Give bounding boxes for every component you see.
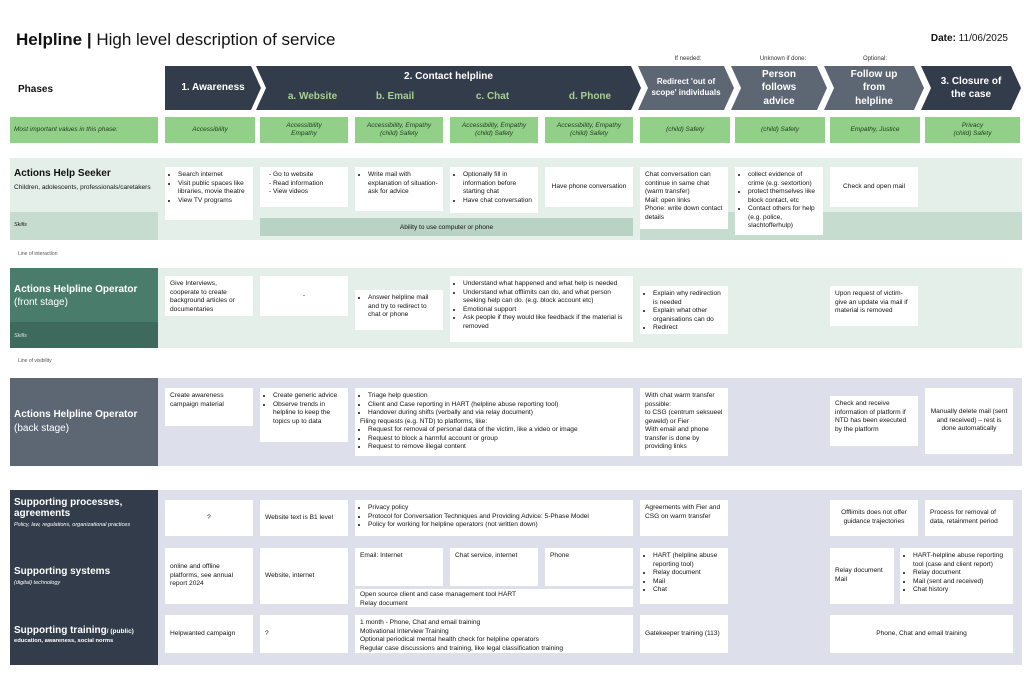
proc-website-card: Website text is B1 level bbox=[260, 500, 348, 536]
sys-phone-card: Phone bbox=[545, 548, 633, 586]
sys-followup-card: Relay document Mail bbox=[830, 548, 894, 604]
sys-closure-card: HART-helpline abuse reporting tool (case… bbox=[900, 548, 1013, 604]
line-of-interaction: Line of interaction bbox=[18, 251, 58, 257]
seeker-email-card: Write mail with explanation of situation… bbox=[355, 167, 443, 211]
proc-redirect-card: Agreements with Fier and CSG on warm tra… bbox=[640, 500, 728, 536]
subphase-chat: c. Chat bbox=[475, 91, 510, 102]
back-title: Actions Helpline Operator bbox=[14, 409, 138, 420]
value-cell: Empathy, Justice bbox=[830, 117, 920, 143]
back-redirect-card: With chat warm transfer possible: to CSG… bbox=[640, 388, 728, 456]
sys-email-card: Email: Internet bbox=[355, 548, 443, 586]
phase-follows: Person follows advice bbox=[731, 66, 827, 110]
seeker-skills-band bbox=[10, 212, 158, 240]
skills-bar: Ability to use computer or phone bbox=[260, 218, 633, 236]
train-followup-card: Phone, Chat and email training bbox=[830, 615, 1013, 653]
train-awareness-card: Helpwanted campaign bbox=[165, 615, 253, 653]
front-followup-card: Upon request of victim- give an update v… bbox=[830, 286, 918, 326]
sys-redirect-card: HART (helpline abuse reporting tool)Rela… bbox=[640, 548, 728, 604]
seeker-title: Actions Help Seeker bbox=[14, 168, 111, 179]
systems-title: Supporting systems bbox=[14, 566, 111, 577]
back-followup-card: Check and receive information of platfor… bbox=[830, 396, 918, 446]
back-closure-card: Manually delete mail (sent and received)… bbox=[925, 388, 1013, 454]
phase-closure: 3. Closure of the case bbox=[921, 66, 1021, 110]
title-brand: Helpline bbox=[16, 30, 83, 49]
phase-followup: Follow up from helpline bbox=[824, 66, 924, 110]
subphase-phone: d. Phone bbox=[568, 91, 612, 102]
value-cell: Accessibility, Empathy (child) Safety bbox=[545, 117, 633, 143]
phase-awareness: 1. Awareness bbox=[165, 66, 261, 110]
sys-shared-card: Open source client and case management t… bbox=[355, 589, 633, 607]
front-sub: (front stage) bbox=[14, 297, 68, 308]
back-awareness-card: Create awareness campaign material bbox=[165, 388, 253, 426]
title-text: High level description of service bbox=[96, 30, 336, 49]
page-title: Helpline | High level description of ser… bbox=[16, 30, 336, 49]
train-contact-card: 1 month - Phone, Chat and email training… bbox=[355, 615, 633, 653]
subphase-email: b. Email bbox=[375, 91, 415, 102]
phases-label: Phases bbox=[18, 84, 54, 95]
value-cell: Accessibility Empathy bbox=[260, 117, 348, 143]
back-label-bg bbox=[10, 378, 158, 466]
processes-sub: Policy, law, regulations, organizational… bbox=[14, 522, 131, 528]
note-follows: Unknown if done: bbox=[759, 56, 807, 62]
seeker-followup-card: Check and open mail bbox=[830, 167, 918, 207]
train-redirect-card: Gatekeeper training (113) bbox=[640, 615, 728, 653]
phase-contact: 2. Contact helpline bbox=[256, 66, 641, 110]
front-redirect-card: Explain why redirection is neededExplain… bbox=[640, 286, 728, 334]
value-cell: Privacy (child) Safety bbox=[925, 117, 1020, 143]
processes-title: Supporting processes, agreements bbox=[14, 497, 123, 519]
back-sub: (back stage) bbox=[14, 423, 70, 434]
front-chat-card: Understand what happened and what help i… bbox=[450, 276, 633, 342]
back-website-card: Create generic adviceObserve trends in h… bbox=[260, 388, 348, 442]
proc-closure-card: Process for removal of data, retainment … bbox=[925, 500, 1013, 536]
seeker-awareness-card: Search internetVisit public spaces like … bbox=[165, 167, 253, 220]
seeker-skills-label: Skills bbox=[14, 222, 27, 228]
date-label: Date: 11/06/2025 bbox=[930, 33, 1008, 44]
seeker-sub: Children, adolescents, professionals/car… bbox=[14, 184, 151, 191]
sys-awareness-card: online and offline platforms, see annual… bbox=[165, 548, 253, 604]
seeker-phone-card: Have phone conversation bbox=[545, 167, 633, 207]
train-website-card: ? bbox=[260, 615, 348, 653]
seeker-chat-card: Optionally fill in information before st… bbox=[450, 167, 538, 213]
value-cell: (child) Safety bbox=[640, 117, 730, 143]
front-website-card: - bbox=[260, 276, 348, 316]
note-followup: Optional: bbox=[862, 56, 887, 62]
note-redirect: If needed: bbox=[674, 56, 702, 62]
support-label-bg bbox=[10, 490, 158, 665]
proc-awareness-card: ? bbox=[165, 500, 253, 536]
date-value: 11/06/2025 bbox=[955, 33, 1008, 44]
training-sub: education, awareness, social norms bbox=[14, 638, 114, 644]
proc-contact-card: Privacy policyProtocol for Conversation … bbox=[355, 500, 633, 536]
sys-website-card: Website, internet bbox=[260, 548, 348, 604]
seeker-website-card: Go to websiteRead informationView videos bbox=[260, 167, 348, 207]
back-contact-card: Triage help questionClient and Case repo… bbox=[355, 388, 633, 456]
front-email-card: Answer helpline mail and try to redirect… bbox=[355, 290, 443, 330]
front-title: Actions Helpline Operator bbox=[14, 284, 138, 295]
sys-chat-card: Chat service, internet bbox=[450, 548, 538, 586]
front-skills-label: Skills bbox=[14, 333, 27, 339]
line-of-visibility: Line of visibility bbox=[18, 358, 52, 364]
value-cell: (child) Safety bbox=[735, 117, 825, 143]
front-awareness-card: Give Interviews, cooperate to create bac… bbox=[165, 276, 253, 316]
training-title: Supporting training/ (public) bbox=[14, 625, 134, 636]
proc-followup-card: Offlimits does not offer guidance trajec… bbox=[830, 500, 918, 536]
subphase-website: a. Website bbox=[287, 91, 338, 102]
systems-sub: (digital) technology bbox=[14, 580, 61, 586]
seeker-redirect-card: Chat conversation can continue in same c… bbox=[640, 167, 728, 229]
seeker-follows-card: collect evidence of crime (e.g. sextorti… bbox=[735, 167, 823, 235]
value-cell: Accessibility, Empathy (child) Safety bbox=[450, 117, 538, 143]
phase-redirect: Redirect 'out of scope' individuals bbox=[638, 66, 734, 110]
value-cell: Accessibility, Empathy (child) Safety bbox=[355, 117, 443, 143]
values-label: Most important values in this phase: bbox=[10, 117, 158, 143]
value-cell: Accessibility bbox=[165, 117, 255, 143]
